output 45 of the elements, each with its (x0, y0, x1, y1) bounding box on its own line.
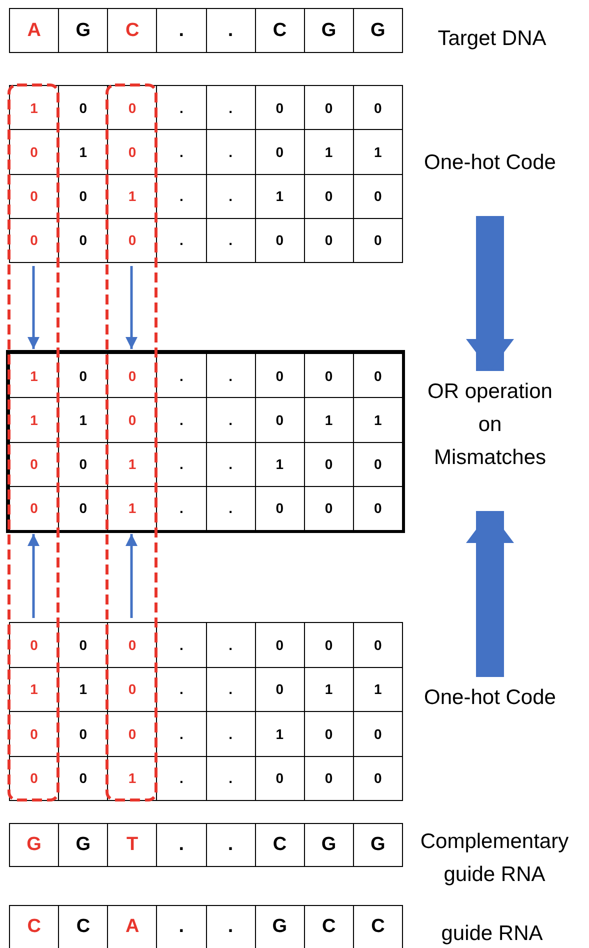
result-grid (9, 353, 402, 530)
table-cell: 0 (352, 756, 403, 801)
row-label: guide RNA (412, 917, 572, 948)
table-cell: G (58, 823, 108, 867)
table-cell: G (304, 823, 354, 867)
row-label: Complementary guide RNA (400, 825, 589, 891)
table-cell: 0 (352, 85, 403, 130)
table-cell: 0 (9, 756, 60, 801)
sequence-grid (9, 905, 402, 948)
table-cell: C (254, 823, 305, 867)
table-cell: G (9, 823, 60, 867)
row-label: One-hot Code (420, 146, 560, 179)
table-cell: C (352, 905, 403, 948)
one-hot-grid (9, 622, 402, 800)
block-arrow (466, 511, 514, 677)
table-cell: . (156, 823, 206, 867)
table-cell: 0 (352, 218, 403, 263)
one-hot-grid (9, 85, 402, 262)
table-cell: 0 (9, 622, 60, 668)
table-cell: G (352, 8, 403, 53)
table-cell: . (206, 8, 256, 53)
table-cell: 1 (9, 353, 60, 398)
arrow (126, 266, 138, 349)
table-cell: 1 (9, 85, 60, 130)
table-cell: T (107, 823, 158, 867)
sequence-grid (9, 823, 402, 866)
table-cell: . (206, 823, 256, 867)
table-cell: 0 (9, 218, 60, 263)
arrow (28, 534, 40, 618)
arrow (28, 266, 40, 349)
arrow (126, 534, 138, 618)
table-cell: C (9, 905, 60, 948)
table-cell: G (58, 8, 108, 53)
table-cell: G (352, 823, 403, 867)
table-cell: 0 (352, 622, 403, 668)
row-label: OR operation on Mismatches (420, 375, 560, 474)
table-cell: C (107, 8, 158, 53)
table-cell: G (304, 8, 354, 53)
table-cell: . (156, 8, 206, 53)
row-label: Target DNA (412, 22, 572, 55)
block-arrow (466, 216, 514, 371)
table-cell: A (9, 8, 60, 53)
sequence-grid (9, 8, 402, 52)
table-cell: C (254, 8, 305, 53)
row-label: One-hot Code (420, 681, 560, 714)
